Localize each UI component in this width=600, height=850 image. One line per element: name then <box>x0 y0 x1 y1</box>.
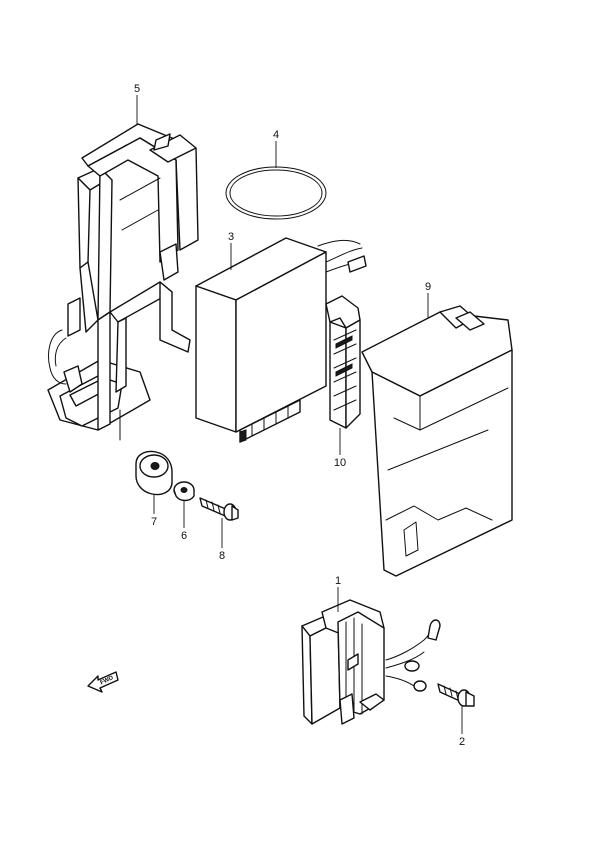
callout-6: 6 <box>181 530 187 542</box>
callout-10: 10 <box>334 457 346 469</box>
part-9-cover <box>361 305 513 577</box>
fwd-label: FWD <box>100 675 116 686</box>
callout-4: 4 <box>273 129 279 141</box>
part-5-bracket <box>47 123 199 441</box>
callout-9: 9 <box>425 281 431 293</box>
part-4-o-ring <box>225 166 327 220</box>
callout-2: 2 <box>459 736 465 748</box>
fwd-arrow-icon: FWD <box>87 671 119 693</box>
callout-7: 7 <box>151 516 157 528</box>
leader-lines <box>136 95 463 734</box>
callout-5: 5 <box>134 83 140 95</box>
callout-8: 8 <box>219 550 225 562</box>
part-2-screw <box>437 683 475 707</box>
part-6-collar <box>173 481 195 502</box>
callout-labels: 5 4 3 9 10 7 6 8 1 2 <box>134 83 465 748</box>
part-10-clip <box>325 295 361 429</box>
callout-3: 3 <box>228 231 234 243</box>
part-8-bolt <box>199 497 239 521</box>
part-3-control-unit <box>195 237 367 443</box>
part-7-grommet <box>135 450 173 496</box>
callout-1: 1 <box>335 575 341 587</box>
part-1-regulator <box>301 599 441 725</box>
